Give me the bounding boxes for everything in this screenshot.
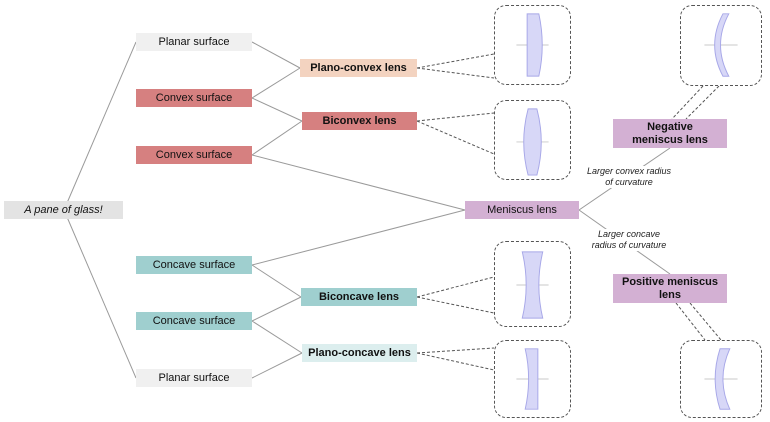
positive-meniscus-lens-icon	[704, 348, 738, 410]
surface-concave-1: Concave surface	[136, 256, 252, 274]
biconcave-lens-bubble	[494, 241, 571, 327]
lens-plano-concave: Plano-concave lens	[302, 344, 417, 362]
lens-negative-meniscus: Negative meniscus lens	[613, 119, 727, 148]
lens-biconvex: Biconvex lens	[302, 112, 417, 130]
plano-concave-lens-icon	[516, 348, 549, 410]
lens-meniscus: Meniscus lens	[465, 201, 579, 219]
negative-meniscus-lens-bubble	[680, 5, 762, 86]
negative-meniscus-lens-icon	[704, 13, 738, 77]
root-node: A pane of glass!	[4, 201, 123, 219]
surface-planar-top: Planar surface	[136, 33, 252, 51]
biconvex-lens-bubble	[494, 100, 571, 180]
surface-convex-1: Convex surface	[136, 89, 252, 107]
surface-planar-bottom: Planar surface	[136, 369, 252, 387]
plano-convex-lens-icon	[516, 13, 549, 77]
positive-meniscus-lens-bubble	[680, 340, 762, 418]
plano-concave-lens-bubble	[494, 340, 571, 418]
biconvex-lens-icon	[516, 108, 549, 176]
lens-plano-convex: Plano-convex lens	[300, 59, 417, 77]
lens-biconcave: Biconcave lens	[301, 288, 417, 306]
surface-convex-2: Convex surface	[136, 146, 252, 164]
biconcave-lens-icon	[516, 251, 549, 319]
plano-convex-lens-bubble	[494, 5, 571, 85]
lens-positive-meniscus: Positive meniscus lens	[613, 274, 727, 303]
edge-label-larger-concave: Larger concave radius of curvature	[585, 229, 673, 251]
edge-label-larger-convex: Larger convex radius of curvature	[585, 166, 673, 188]
surface-concave-2: Concave surface	[136, 312, 252, 330]
